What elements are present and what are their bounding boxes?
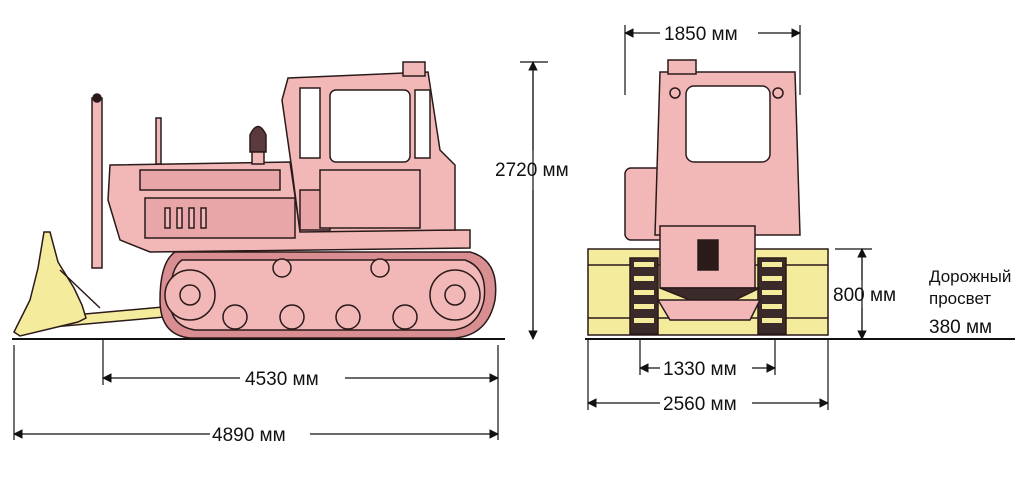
ground-clearance-label-2: просвет [929,289,991,308]
road-wheels [164,258,481,330]
cab-window-front [685,85,771,163]
dozer-blade-side [13,231,87,337]
track-gauge-dim-label: 1330 мм [663,359,737,380]
side-view [12,61,505,340]
height-dim-label: 2720 мм [495,160,569,181]
dims-side [13,61,548,440]
ground-clearance-label-1: Дорожный [929,267,1011,286]
overall-length-dim-label: 4890 мм [212,425,286,446]
air-filter [249,125,267,153]
exhaust-pipe [155,117,162,165]
track-length-dim-label: 4530 мм [245,369,319,390]
ground-clearance-value: 380 мм [929,317,992,338]
blade-width-dim-label: 2560 мм [663,394,737,415]
lift-cylinder [91,97,103,269]
blade-height-dim-label: 800 мм [833,285,896,306]
dims-front [587,25,872,410]
cab-width-dim-label: 1850 мм [664,24,738,45]
front-view [585,59,1015,340]
cab-window-side [329,89,411,163]
